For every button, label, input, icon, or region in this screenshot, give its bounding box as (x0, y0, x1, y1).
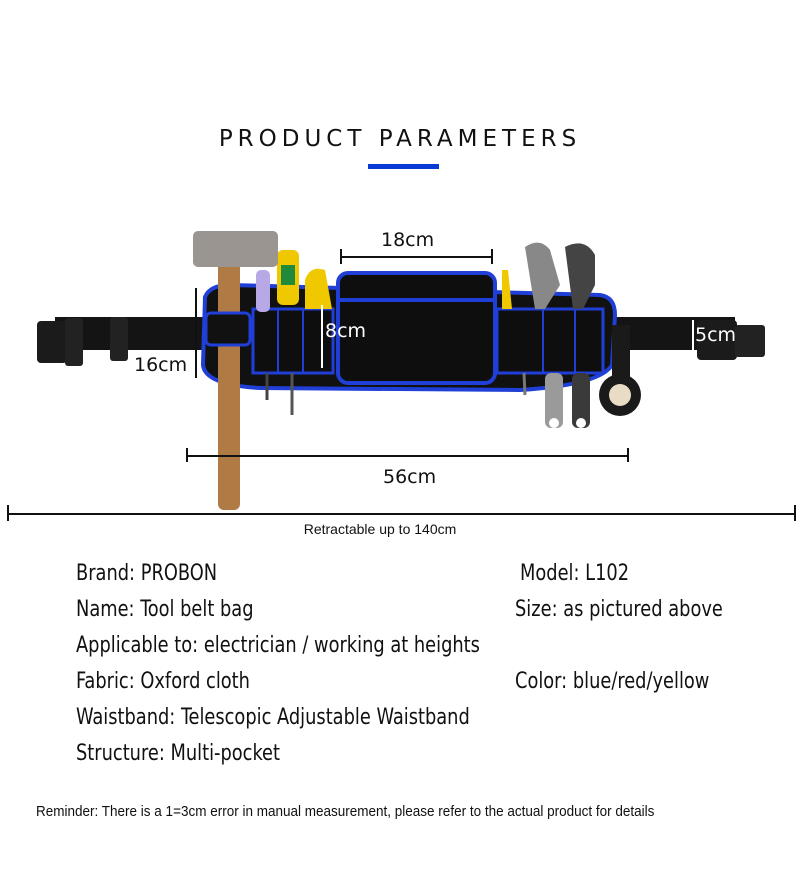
title-underline (368, 164, 439, 169)
tick (491, 249, 493, 264)
spec-model: Model: L102 (520, 561, 630, 586)
page-title: PRODUCT PARAMETERS (218, 126, 582, 152)
tick (340, 249, 342, 264)
bag-height-label: 16cm (134, 354, 188, 376)
tick (627, 448, 629, 462)
spec-structure: Structure: Multi-pocket (76, 741, 281, 766)
pocket-height-line (321, 305, 323, 368)
strap-width-label: 5cm (695, 324, 737, 346)
spec-applicable: Applicable to: electrician / working at … (76, 633, 480, 658)
spec-color: Color: blue/red/yellow (515, 669, 710, 694)
spec-fabric: Fabric: Oxford cloth (76, 669, 250, 694)
spec-size: Size: as pictured above (515, 597, 723, 622)
tick (794, 505, 796, 521)
strap-width-line (692, 320, 694, 352)
belt-length-label: Retractable up to 140cm (303, 521, 457, 537)
reminder-note: Reminder: There is a 1=3cm error in manu… (36, 803, 655, 820)
top-width-line (340, 256, 492, 258)
pocket-height-label: 8cm (325, 320, 367, 342)
spec-name: Name: Tool belt bag (76, 597, 254, 622)
tick (186, 448, 188, 462)
tool-belt-image (37, 231, 765, 510)
bag-length-label: 56cm (383, 466, 437, 488)
top-width-label: 18cm (381, 229, 435, 251)
bag-length-line (186, 455, 628, 457)
bag-height-line (195, 288, 197, 378)
spec-brand: Brand: PROBON (76, 561, 218, 586)
tick (7, 505, 9, 521)
spec-waistband: Waistband: Telescopic Adjustable Waistba… (76, 705, 470, 730)
belt-length-line (7, 513, 795, 515)
